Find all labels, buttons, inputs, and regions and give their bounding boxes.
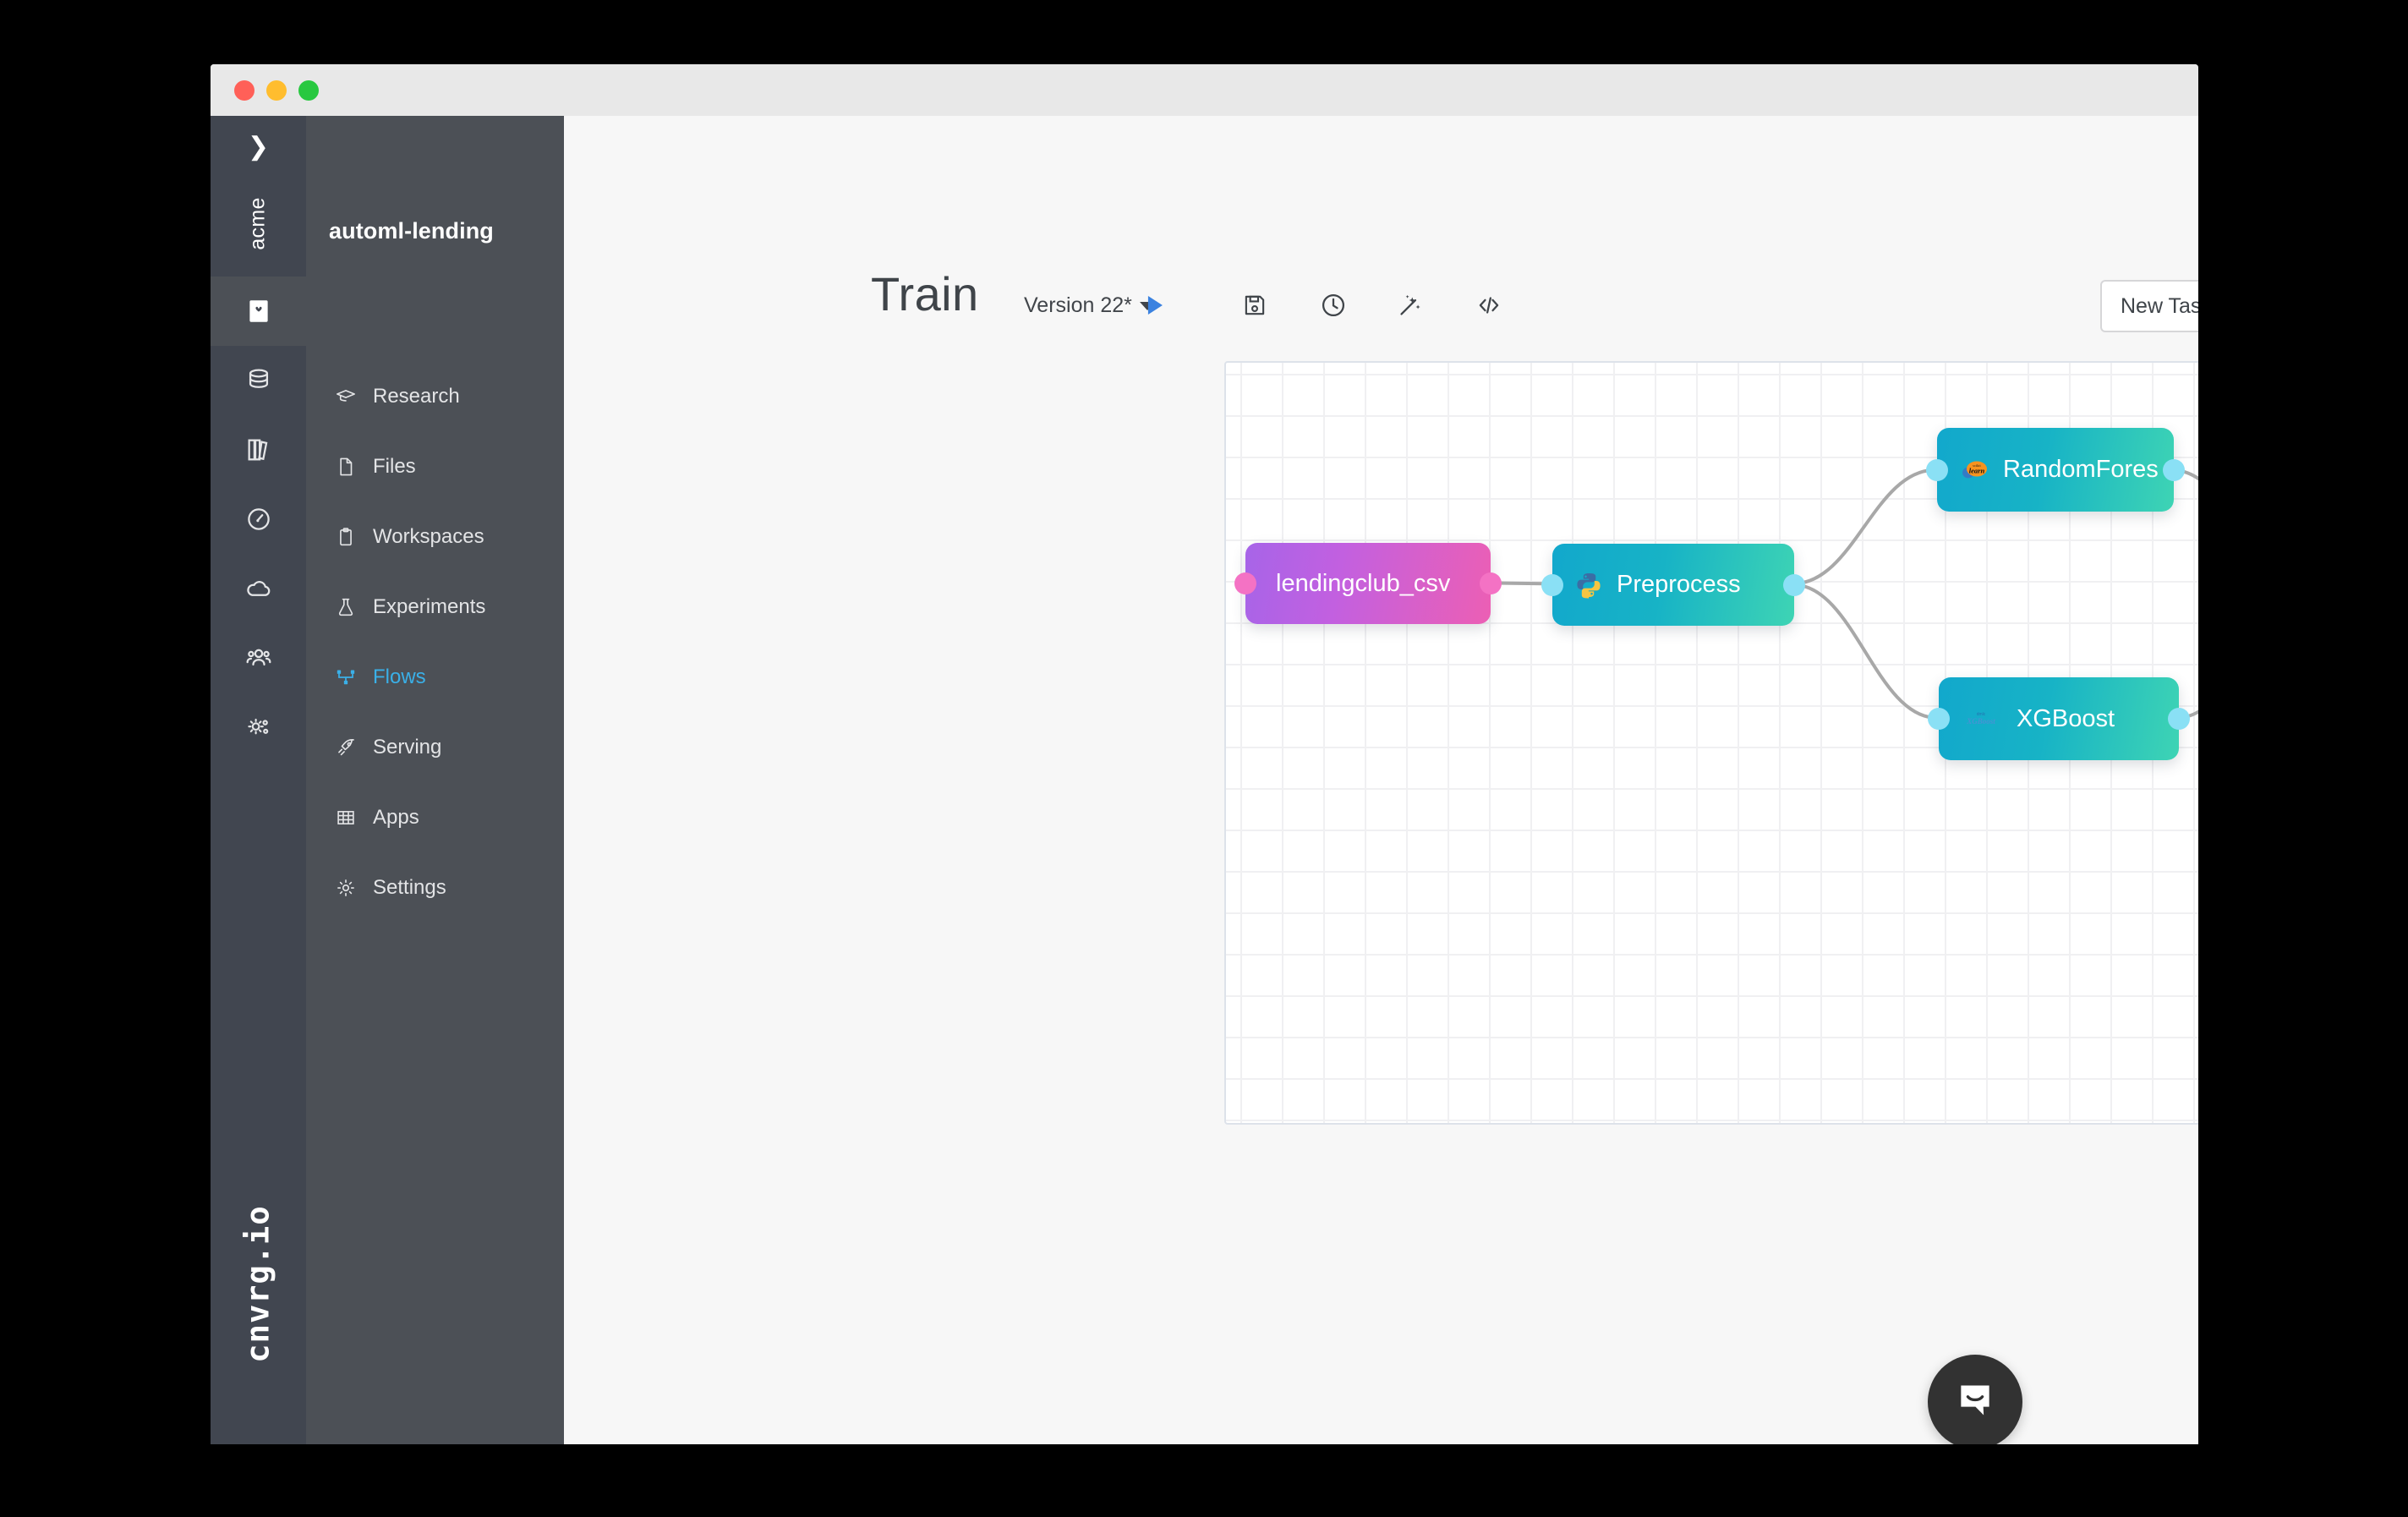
gear-icon [335, 877, 357, 899]
rail-icon-database[interactable] [211, 346, 306, 415]
nav-panel: automl-lending Research [306, 116, 564, 1444]
flow-canvas[interactable]: lendingclub_csv Preprocess [1224, 361, 2198, 1125]
grid-table-icon [335, 807, 357, 829]
task-select-value: New Task [2121, 293, 2198, 318]
rail-icon-book-heart[interactable] [211, 277, 306, 346]
cloud-icon [244, 574, 273, 603]
intercom-launcher-button[interactable] [1928, 1355, 2022, 1444]
chat-bubble-smile-icon [1952, 1377, 1998, 1427]
version-dropdown[interactable]: Version 22* [1024, 293, 1155, 318]
nav-item-settings[interactable]: Settings [306, 852, 564, 923]
flow-node-preprocess[interactable]: Preprocess [1541, 544, 1805, 626]
rocket-icon [335, 737, 357, 758]
gauge-icon [244, 505, 273, 534]
close-button[interactable] [234, 79, 254, 101]
node-output-port[interactable] [2163, 458, 2185, 481]
flow-node-randomforest[interactable]: scikit learn RandomFores [1926, 428, 2185, 512]
python-logo-icon [1574, 571, 1603, 600]
edge-preprocess-randomforest [1791, 468, 1937, 586]
flow-node-xgboost[interactable]: dmlc XGBoost XGBoost [1928, 677, 2190, 760]
nav-item-flows[interactable]: Flows [306, 642, 564, 712]
code-icon [1475, 292, 1502, 319]
nav-item-research[interactable]: Research [306, 361, 564, 431]
floppy-icon [1241, 292, 1268, 319]
scikit-learn-logo-icon: scikit learn [1957, 457, 1991, 483]
save-button[interactable] [1233, 283, 1277, 327]
minimize-button[interactable] [266, 79, 287, 101]
node-label: RandomFores [2003, 456, 2159, 483]
xgboost-logo-icon: dmlc XGBoost [1964, 708, 1998, 730]
node-label: lendingclub_csv [1276, 569, 1451, 597]
users-icon [244, 643, 273, 672]
rail-icon-cloud[interactable] [211, 554, 306, 623]
magic-button[interactable] [1388, 283, 1432, 327]
play-icon [1140, 291, 1168, 320]
svg-text:learn: learn [1969, 466, 1985, 474]
rail-icon-users[interactable] [211, 623, 306, 693]
main-content: Train Version 22* [564, 116, 2198, 1444]
node-input-port[interactable] [1928, 708, 1950, 730]
svg-text:scikit: scikit [1973, 463, 1981, 468]
org-name: acme [246, 196, 270, 250]
flow-node-lendingclub-csv[interactable]: lendingclub_csv [1234, 543, 1502, 624]
nav-item-serving[interactable]: Serving [306, 712, 564, 782]
clock-icon [1319, 291, 1348, 320]
edge-randomforest-deploy [2170, 468, 2198, 481]
node-input-port[interactable] [1541, 573, 1563, 596]
org-switcher[interactable]: acme [211, 177, 306, 270]
flow-tree-icon [335, 666, 357, 688]
nav-item-list: Research Files Workspa [306, 361, 564, 923]
code-button[interactable] [1467, 283, 1511, 327]
library-books-icon [244, 435, 273, 464]
chevron-right-icon[interactable]: ❯ [247, 133, 270, 161]
rail-icon-gauge[interactable] [211, 485, 306, 554]
app-window: ❯ acme [211, 64, 2198, 1444]
icon-rail: ❯ acme [211, 116, 306, 1444]
task-select[interactable]: New Task [2100, 280, 2198, 332]
rail-icon-gears[interactable] [211, 693, 306, 762]
graduation-cap-icon [335, 386, 357, 408]
file-icon [335, 456, 357, 478]
maximize-button[interactable] [298, 79, 319, 101]
node-input-port[interactable] [1234, 572, 1256, 594]
svg-text:dmlc: dmlc [1977, 712, 1986, 717]
version-label: Version 22* [1024, 293, 1132, 317]
nav-item-workspaces[interactable]: Workspaces [306, 501, 564, 572]
rail-icon-library[interactable] [211, 415, 306, 485]
magic-wand-icon [1396, 291, 1425, 320]
nav-label: Flows [373, 665, 426, 688]
nav-label: Files [373, 454, 416, 478]
node-output-port[interactable] [2168, 708, 2190, 730]
flask-icon [335, 596, 357, 618]
gears-icon [244, 713, 273, 742]
node-label: XGBoost [2017, 704, 2115, 732]
clipboard-icon [335, 526, 357, 548]
chevron-down-icon [1139, 301, 1155, 310]
edge-xgboost-deploy [2175, 709, 2198, 720]
run-button[interactable] [1132, 283, 1176, 327]
node-output-port[interactable] [1783, 573, 1805, 596]
nav-label: Apps [373, 805, 419, 829]
node-output-port[interactable] [1480, 572, 1502, 594]
node-label: Preprocess [1617, 571, 1741, 598]
nav-label: Research [373, 384, 460, 408]
book-heart-icon [244, 297, 273, 326]
database-icon [244, 366, 273, 395]
nav-item-apps[interactable]: Apps [306, 782, 564, 852]
edge-preprocess-xgboost [1791, 583, 1939, 720]
nav-item-files[interactable]: Files [306, 431, 564, 501]
node-input-port[interactable] [1926, 458, 1948, 481]
project-title: automl-lending [329, 218, 494, 244]
history-button[interactable] [1311, 283, 1355, 327]
svg-text:XGBoost: XGBoost [1966, 717, 1995, 726]
title-bar [211, 64, 2198, 116]
nav-label: Settings [373, 875, 446, 899]
brand-watermark: cnvrg.io [240, 1204, 276, 1363]
nav-item-experiments[interactable]: Experiments [306, 572, 564, 642]
nav-label: Experiments [373, 594, 486, 618]
nav-label: Serving [373, 735, 442, 758]
page-title: Train [871, 267, 979, 320]
nav-label: Workspaces [373, 524, 484, 548]
